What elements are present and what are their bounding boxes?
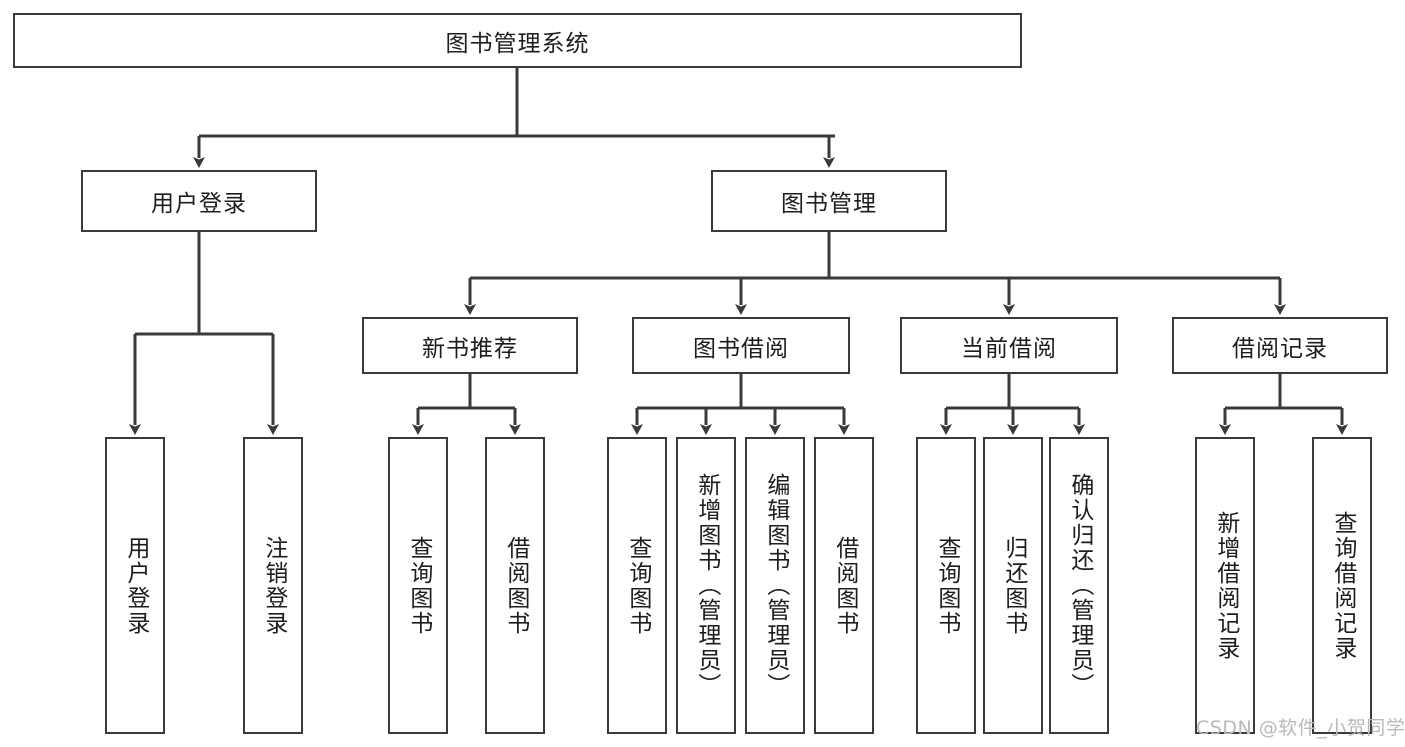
node-borrow-records[interactable]: 借阅记录 bbox=[1172, 317, 1388, 374]
node-leaf-query-book-1-label: 查询图书 bbox=[405, 535, 432, 636]
node-leaf-add-book-label: 新增图书（管理员） bbox=[693, 473, 720, 698]
node-leaf-borrow-book-2-label: 借阅图书 bbox=[831, 535, 858, 636]
node-new-book-recommend-label: 新书推荐 bbox=[422, 335, 518, 362]
node-leaf-query-book-2[interactable]: 查询图书 bbox=[607, 437, 667, 734]
node-borrow-records-label: 借阅记录 bbox=[1232, 335, 1328, 362]
node-user-login[interactable]: 用户登录 bbox=[81, 170, 317, 232]
node-leaf-query-record[interactable]: 查询借阅记录 bbox=[1312, 437, 1372, 734]
node-new-book-recommend[interactable]: 新书推荐 bbox=[362, 317, 578, 374]
node-leaf-return-book[interactable]: 归还图书 bbox=[983, 437, 1043, 734]
node-leaf-confirm-return[interactable]: 确认归还（管理员） bbox=[1049, 437, 1109, 734]
node-leaf-query-record-label: 查询借阅记录 bbox=[1329, 510, 1356, 661]
node-leaf-user-login-label: 用户登录 bbox=[122, 535, 149, 636]
node-leaf-edit-book-label: 编辑图书（管理员） bbox=[762, 473, 789, 698]
node-leaf-query-book-3-label: 查询图书 bbox=[933, 535, 960, 636]
node-leaf-add-record-label: 新增借阅记录 bbox=[1212, 510, 1239, 661]
node-leaf-logout[interactable]: 注销登录 bbox=[243, 437, 303, 734]
node-leaf-query-book-2-label: 查询图书 bbox=[624, 535, 651, 636]
node-book-management[interactable]: 图书管理 bbox=[711, 170, 947, 232]
node-book-borrow[interactable]: 图书借阅 bbox=[632, 317, 850, 374]
node-leaf-borrow-book-1-label: 借阅图书 bbox=[502, 535, 529, 636]
node-current-borrow-label: 当前借阅 bbox=[961, 335, 1057, 362]
node-book-borrow-label: 图书借阅 bbox=[693, 335, 789, 362]
node-leaf-query-book-1[interactable]: 查询图书 bbox=[388, 437, 448, 734]
node-root-label: 图书管理系统 bbox=[445, 30, 590, 57]
node-leaf-user-login[interactable]: 用户登录 bbox=[105, 437, 165, 734]
node-current-borrow[interactable]: 当前借阅 bbox=[900, 317, 1118, 374]
node-user-login-label: 用户登录 bbox=[151, 191, 247, 217]
node-leaf-query-book-3[interactable]: 查询图书 bbox=[916, 437, 976, 734]
node-leaf-borrow-book-1[interactable]: 借阅图书 bbox=[485, 437, 545, 734]
node-leaf-edit-book[interactable]: 编辑图书（管理员） bbox=[745, 437, 805, 734]
node-root[interactable]: 图书管理系统 bbox=[13, 13, 1022, 68]
node-leaf-logout-label: 注销登录 bbox=[260, 535, 287, 636]
node-leaf-add-book[interactable]: 新增图书（管理员） bbox=[676, 437, 736, 734]
watermark: CSDN @软件_小贺同学 bbox=[1196, 717, 1405, 739]
node-leaf-return-book-label: 归还图书 bbox=[1000, 535, 1027, 636]
node-leaf-confirm-return-label: 确认归还（管理员） bbox=[1066, 473, 1093, 698]
node-book-management-label: 图书管理 bbox=[781, 191, 877, 217]
node-leaf-borrow-book-2[interactable]: 借阅图书 bbox=[814, 437, 874, 734]
node-leaf-add-record[interactable]: 新增借阅记录 bbox=[1195, 437, 1255, 734]
